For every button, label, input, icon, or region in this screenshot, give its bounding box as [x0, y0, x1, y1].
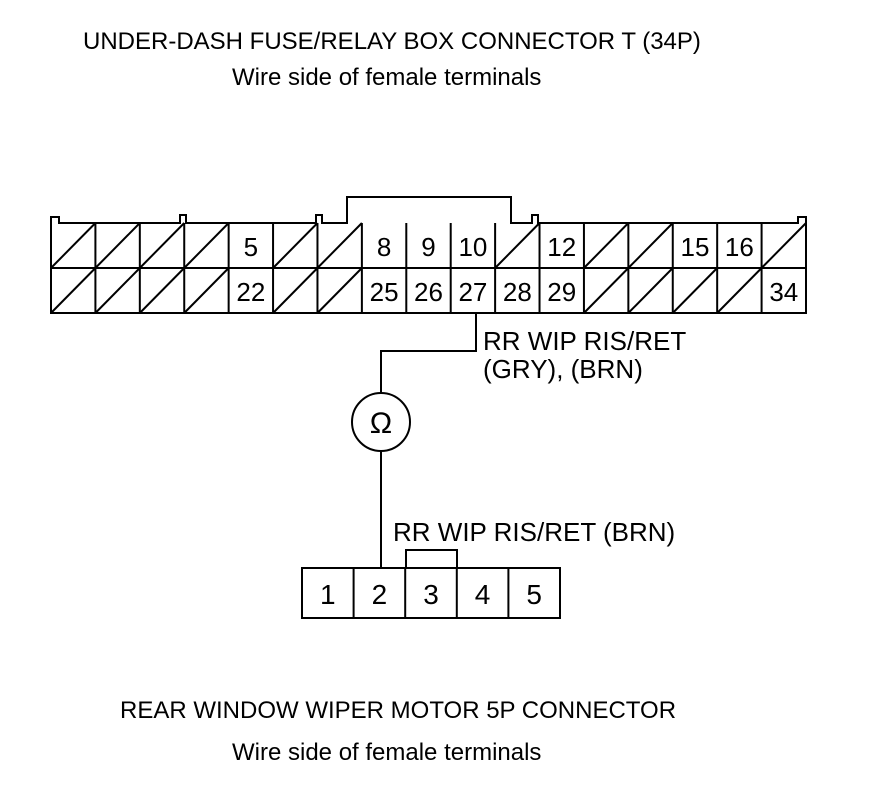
terminal-number: 27: [458, 277, 487, 307]
unused-terminal-slash: [183, 267, 230, 314]
unused-terminal-slash: [583, 222, 630, 269]
unused-terminal-slash: [627, 267, 674, 314]
unused-terminal-slash: [627, 222, 674, 269]
top-connector-title: UNDER-DASH FUSE/RELAY BOX CONNECTOR T (3…: [83, 28, 701, 55]
terminal-number: 22: [236, 277, 265, 307]
terminal-number: 5: [244, 232, 258, 262]
ohmmeter-icon: Ω: [351, 392, 411, 452]
terminal-number: 26: [414, 277, 443, 307]
terminal-number: 5: [526, 579, 542, 610]
terminal-number: 15: [681, 232, 710, 262]
unused-terminal-slash: [50, 222, 97, 269]
unused-terminal-slash: [672, 267, 718, 314]
top-connector-subtitle: Wire side of female terminals: [232, 64, 542, 91]
unused-terminal-slash: [94, 267, 141, 314]
terminal-number: 29: [547, 277, 576, 307]
unused-terminal-slash: [316, 222, 363, 269]
unused-terminal-slash: [760, 222, 807, 269]
terminal-number: 4: [475, 579, 491, 610]
unused-terminal-slash: [316, 267, 363, 314]
terminal-number: 9: [421, 232, 435, 262]
terminal-number: 1: [320, 579, 336, 610]
terminal-number: 2: [372, 579, 388, 610]
wire-from-terminal-27: [380, 313, 477, 393]
terminal-number: 28: [503, 277, 532, 307]
unused-terminal-slash: [139, 267, 185, 314]
unused-terminal-slash: [139, 222, 185, 269]
ohm-symbol: Ω: [370, 407, 392, 440]
bottom-wire-label: RR WIP RIS/RET (BRN): [393, 517, 675, 547]
terminal-number: 16: [725, 232, 754, 262]
unused-terminal-slash: [494, 222, 541, 269]
unused-terminal-slash: [583, 267, 630, 314]
top-wire-label-line1: RR WIP RIS/RET: [483, 326, 686, 356]
unused-terminal-slash: [716, 267, 763, 314]
unused-terminal-slash: [94, 222, 141, 269]
unused-terminal-slash: [272, 222, 319, 269]
terminal-number: 25: [370, 277, 399, 307]
terminal-number: 10: [458, 232, 487, 262]
bottom-connector-title: REAR WINDOW WIPER MOTOR 5P CONNECTOR: [120, 697, 677, 724]
connector-outline: [50, 196, 807, 314]
unused-terminal-slash: [272, 267, 319, 314]
unused-terminal-slash: [50, 267, 97, 314]
terminal-number: 3: [423, 579, 439, 610]
terminal-number: 12: [547, 232, 576, 262]
connector-body: [301, 567, 561, 619]
connector-lock-tab: [405, 549, 458, 568]
unused-terminal-slash: [183, 222, 230, 269]
terminal-number: 34: [769, 277, 798, 307]
bottom-connector-subtitle: Wire side of female terminals: [232, 739, 542, 766]
terminal-number: 8: [377, 232, 391, 262]
top-wire-label-line2: (GRY), (BRN): [483, 354, 643, 384]
wiper-motor-5p-connector: 1 2 3 4 5: [301, 549, 561, 619]
